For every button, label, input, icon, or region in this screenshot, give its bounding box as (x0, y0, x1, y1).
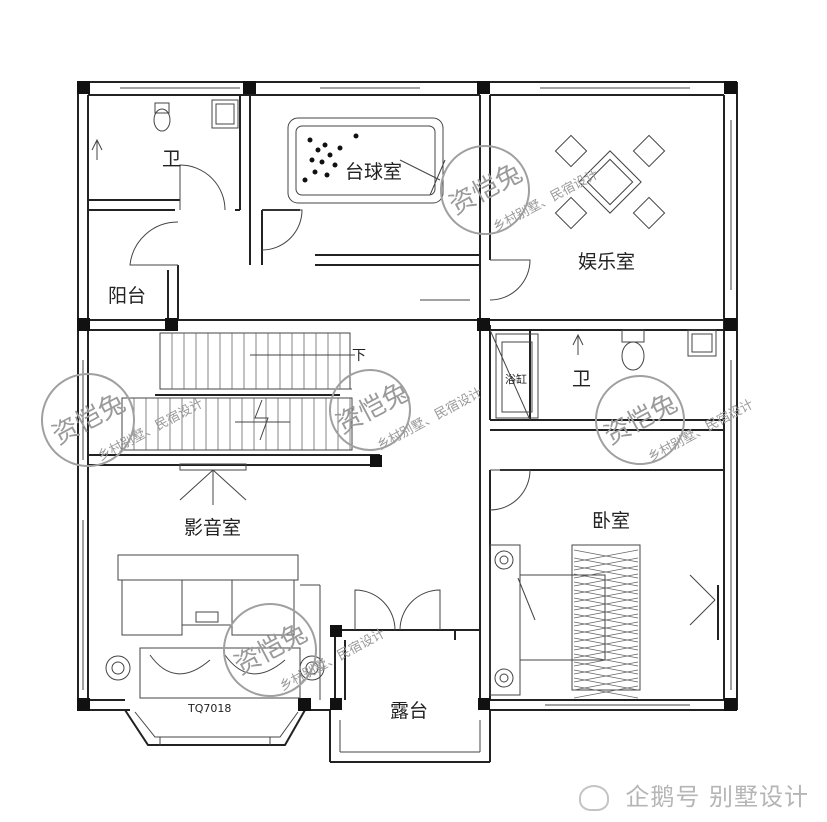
watermark-3: 资恺兔 乡村别墅、民宿设计 (329, 369, 485, 454)
sofa (105, 554, 325, 700)
bed (489, 544, 641, 699)
washbasin-fixture (211, 99, 239, 129)
label-toilet-top: 卫 (162, 148, 181, 170)
toilet-fixture (621, 329, 645, 371)
footer-brand: 企鹅号 别墅设计 (578, 777, 809, 812)
footer-brand-text: 企鹅号 别墅设计 (625, 783, 809, 811)
bath-arrow (572, 333, 584, 355)
penguin-logo-icon (578, 785, 609, 811)
watermark-2: 资恺兔 乡村别墅、民宿设计 (40, 373, 206, 467)
stroke-detail (573, 685, 639, 699)
billiard-table (287, 117, 446, 204)
sink-fixture (687, 329, 717, 357)
sofa-tag: TQ7018 (187, 702, 231, 715)
label-terrace: 露台 (390, 700, 428, 722)
bedroom-wardrobe (689, 574, 719, 640)
outer-walls (77, 81, 738, 711)
staircase (121, 332, 355, 451)
watermark-1: 资恺兔 乡村别墅、民宿设计 (440, 145, 601, 235)
label-stairs-down: 下 (352, 348, 366, 364)
interior-walls (78, 95, 737, 763)
tv-stand (179, 463, 247, 505)
label-bathtub: 浴缸 (505, 372, 527, 386)
game-table (554, 134, 666, 230)
label-toilet-mid: 卫 (572, 368, 591, 390)
urinal-fixture (153, 102, 171, 132)
label-balcony: 阳台 (108, 285, 146, 307)
columns (77, 81, 737, 711)
watermark-4: 资恺兔 乡村别墅、民宿设计 (595, 375, 756, 465)
fixture-arrow (91, 138, 103, 160)
label-theater: 影音室 (184, 517, 241, 539)
label-entertainment: 娱乐室 (578, 251, 635, 273)
label-billiards: 台球室 (345, 161, 402, 183)
label-bedroom: 卧室 (592, 510, 630, 532)
door-swings (129, 164, 531, 631)
bathtub-fixture (495, 333, 539, 419)
